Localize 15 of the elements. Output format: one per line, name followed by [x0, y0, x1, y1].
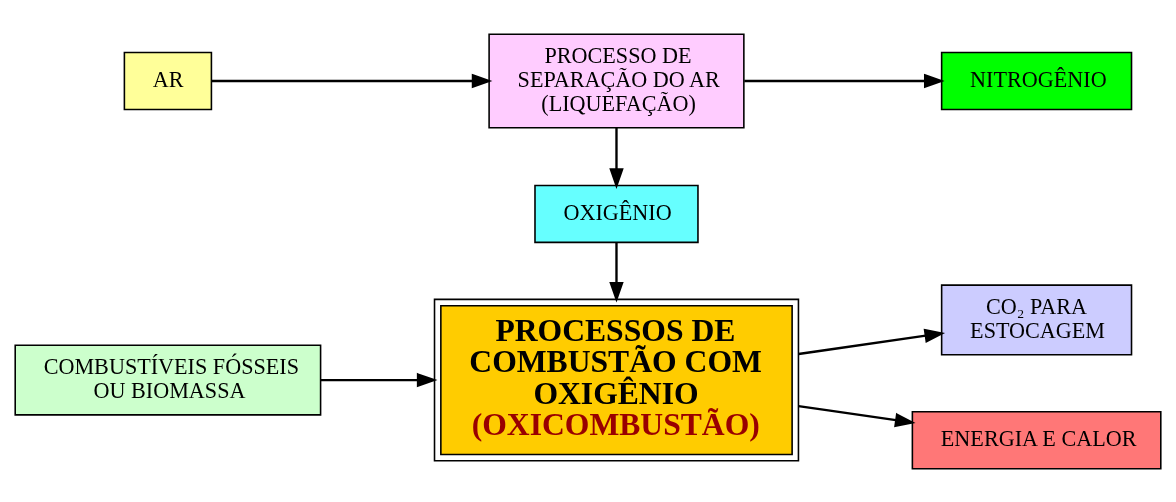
arrow [744, 73, 945, 88]
arrow [211, 73, 493, 88]
arrow [609, 127, 624, 189]
arrow [798, 328, 946, 355]
node-box: COMBUSTÍVEIS FÓSSEIS OU BIOMASSA [14, 343, 322, 416]
node-box: CO₂ PARA ESTOCAGEM [940, 283, 1133, 356]
node-box: PROCESSO DE SEPARAÇÃO DO AR (LIQUEFAÇÃO) [488, 33, 745, 128]
node-box: PROCESSOS DE COMBUSTÃO COM OXIGÊNIO (OXICOMBUSTÃO) [433, 298, 800, 462]
node-box: OXIGÊNIO [534, 184, 699, 243]
arrow [798, 404, 916, 427]
arrow [609, 242, 624, 303]
arrow [320, 372, 438, 387]
node-box: NITROGÊNIO [940, 51, 1133, 110]
node-box: ENERGIA E CALOR [911, 410, 1162, 469]
node-box: AR [123, 51, 213, 110]
